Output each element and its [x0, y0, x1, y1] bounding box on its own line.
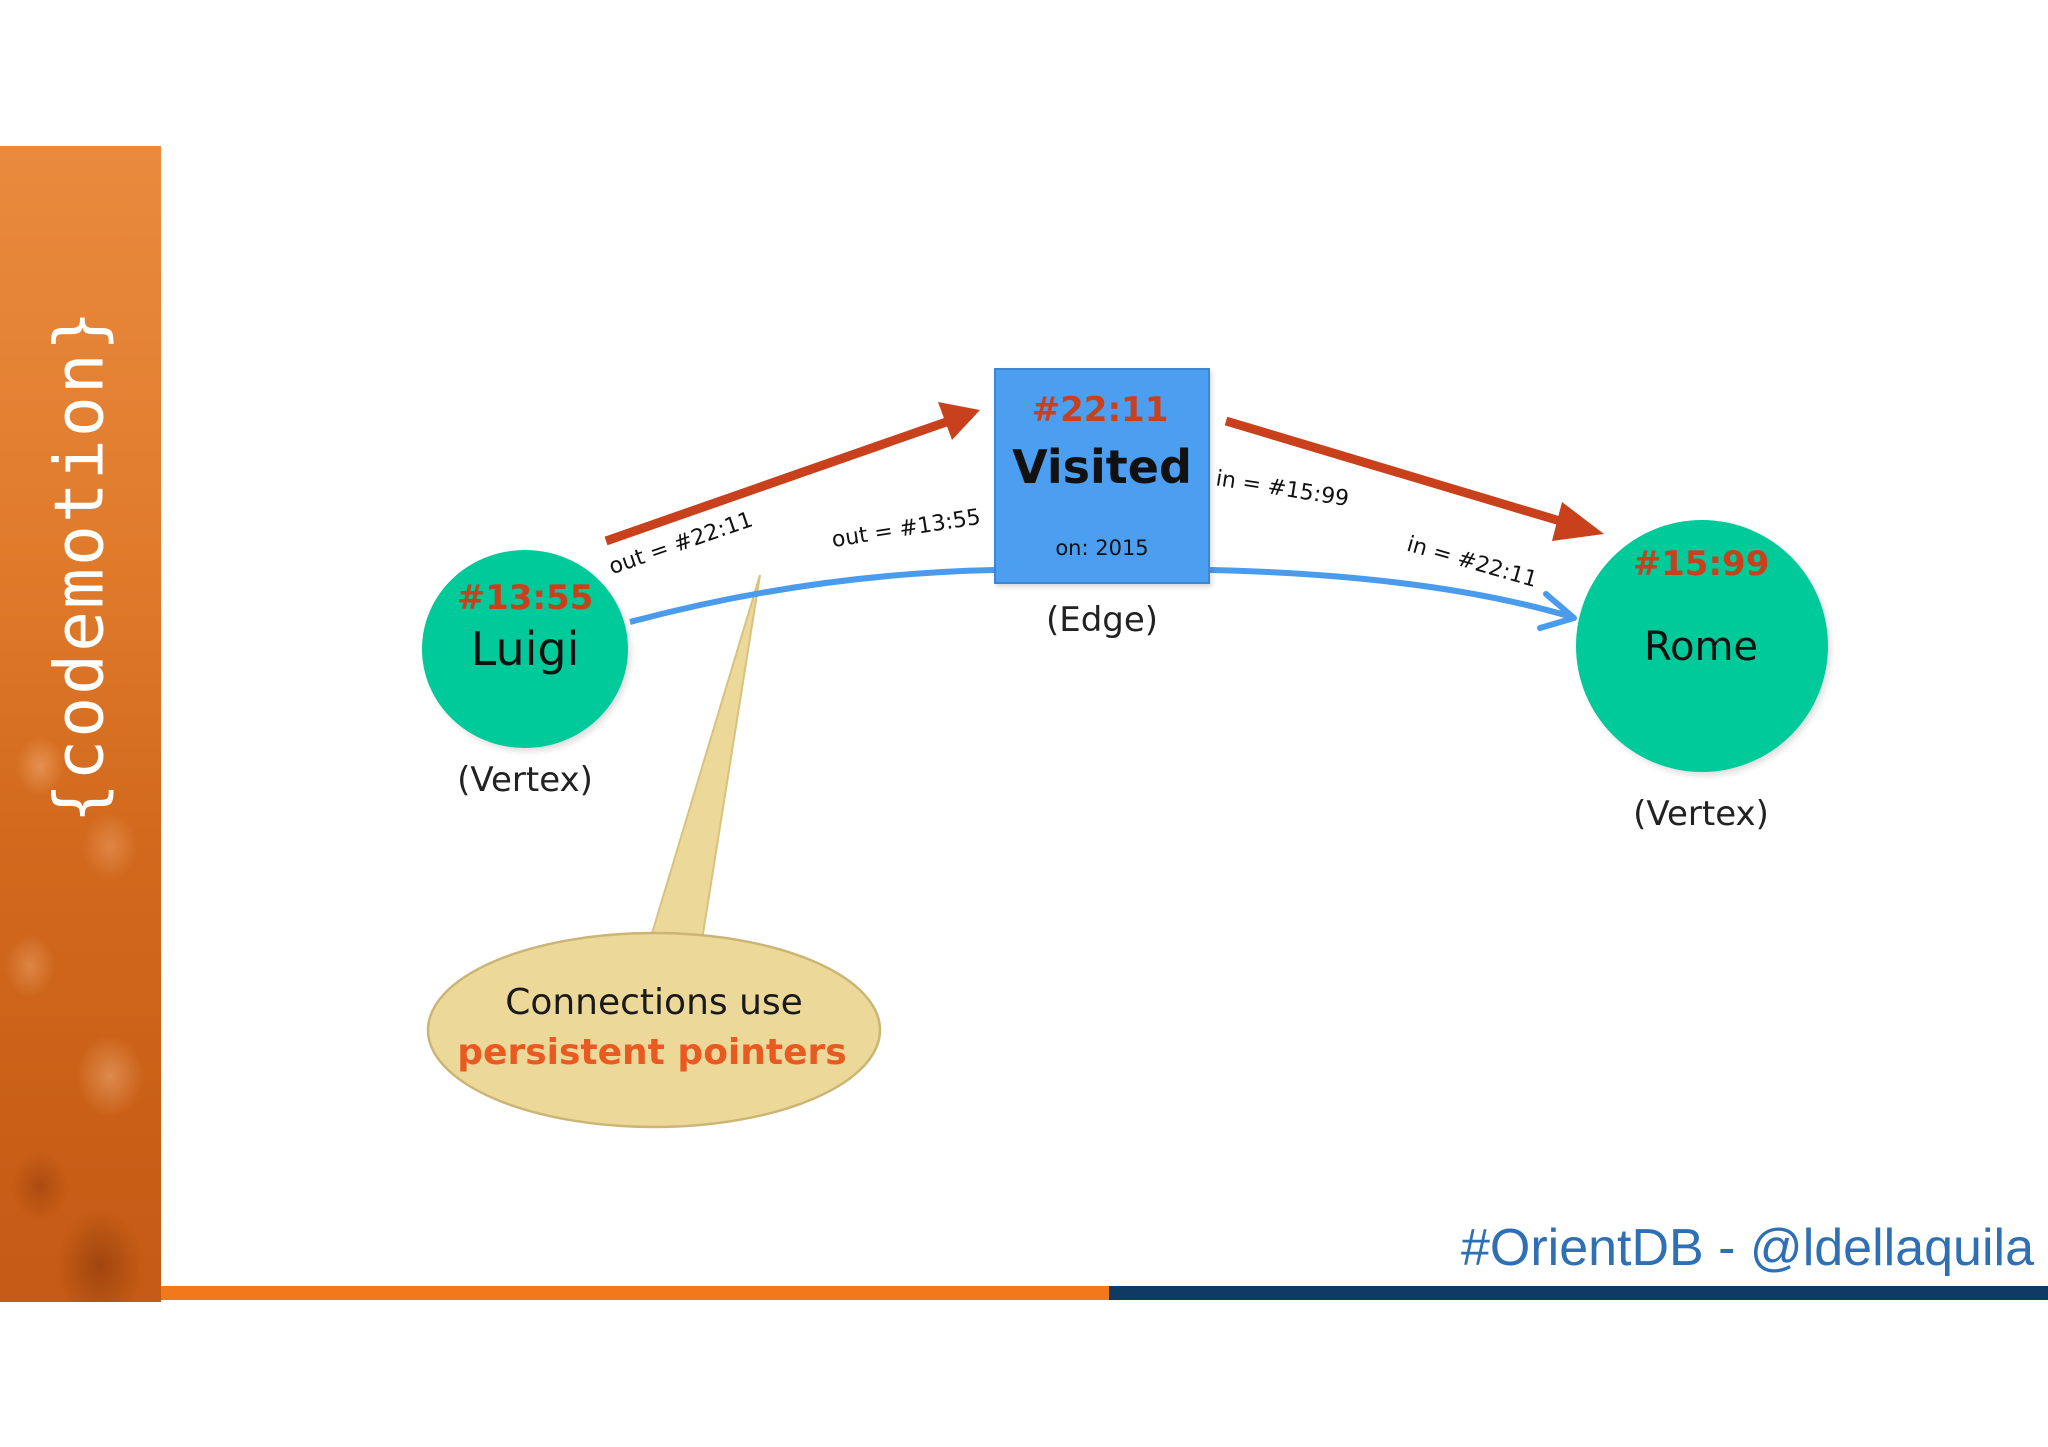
edge-visited-id: #22:11 [1031, 390, 1169, 430]
vertex-luigi [422, 550, 628, 748]
callout-tail [648, 574, 761, 941]
edge-visited-type: (Edge) [1045, 600, 1159, 640]
red-arrowhead-in [1552, 502, 1604, 541]
callout-line1: Connections use [505, 982, 803, 1023]
blue-arrow-out [629, 567, 995, 625]
red-arrow-in [1224, 416, 1572, 529]
edge-visited-name: Visited [1012, 440, 1192, 494]
vertex-luigi-id: #13:55 [456, 578, 594, 618]
vertex-rome [1576, 520, 1828, 772]
edge-visited-box [994, 368, 1210, 584]
footer-bar-orange [161, 1286, 1109, 1300]
blue-arrow-in [1209, 567, 1573, 620]
callout-balloon [426, 931, 882, 1129]
crowd-photo [0, 146, 161, 1302]
vertex-luigi-name: Luigi [470, 622, 580, 676]
red-arrowhead-out [938, 402, 980, 440]
blue-arrowhead-in [1537, 591, 1577, 631]
footer-bar-navy [1109, 1286, 2048, 1300]
codemotion-sidebar: {codemotion} [0, 146, 161, 1302]
vertex-rome-name: Rome [1643, 624, 1759, 670]
vertex-rome-id: #15:99 [1632, 544, 1770, 584]
red-arrow-out [604, 415, 954, 546]
callout-line2: persistent pointers [457, 1032, 847, 1073]
vertex-luigi-type: (Vertex) [457, 760, 593, 800]
edge-visited-property: on: 2015 [1055, 536, 1149, 560]
footer-hashtag: #OrientDB - @ldellaquila [1460, 1219, 2034, 1277]
vertex-rome-type: (Vertex) [1633, 794, 1769, 834]
